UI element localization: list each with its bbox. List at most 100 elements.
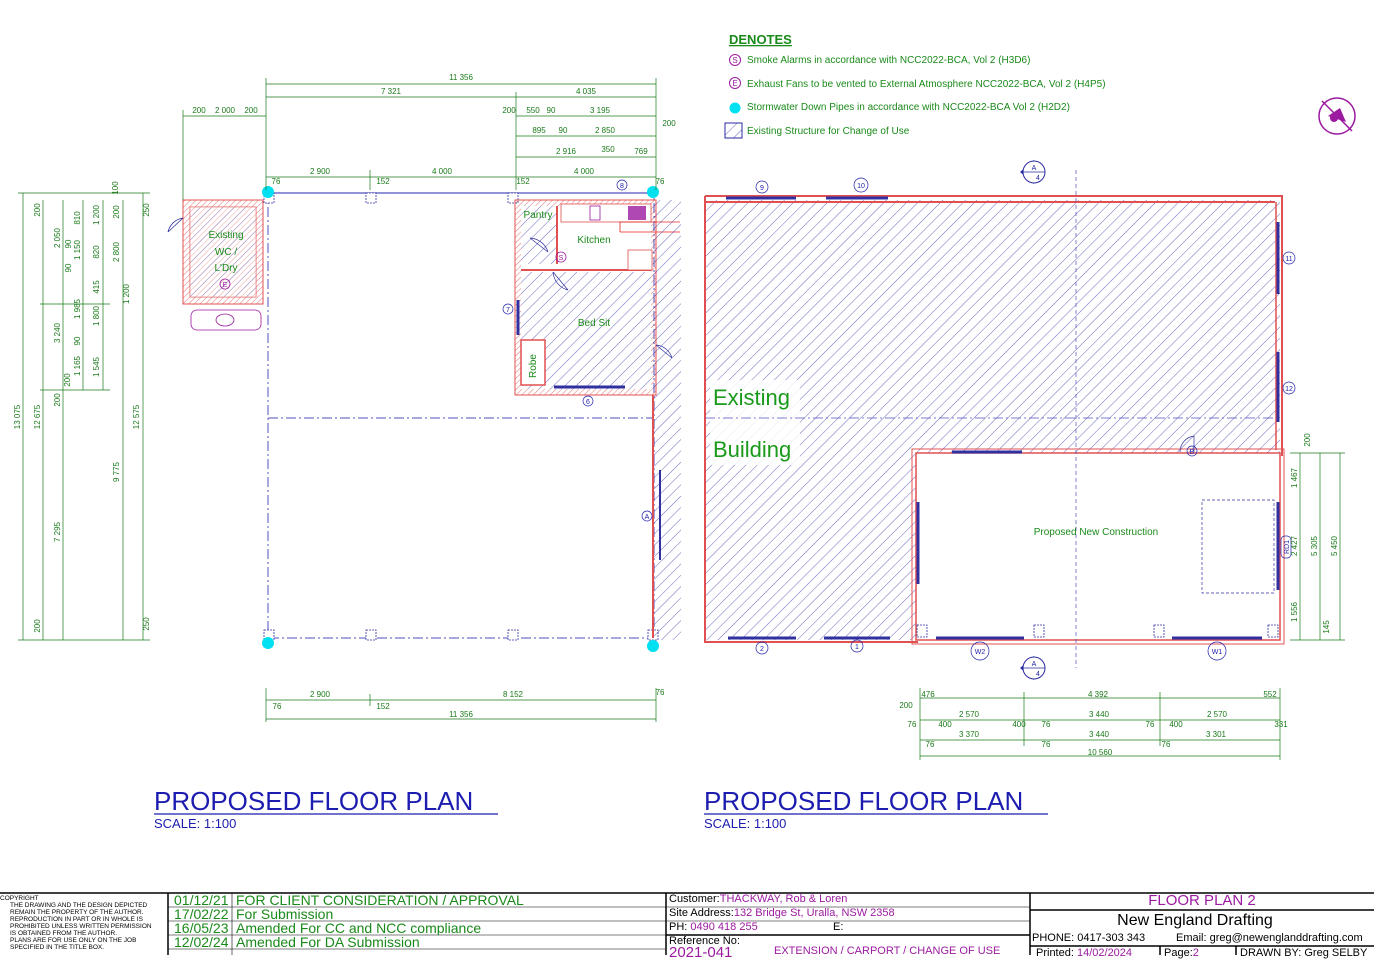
room-label-wc: Existing — [208, 230, 243, 241]
left-plan: Existing WC / L'Dry E Pantry Kitchen Bed… — [13, 73, 681, 831]
dim-rb-76a: 76 — [908, 720, 917, 729]
dim-side-200a: 200 — [33, 203, 42, 217]
dim-side-3240: 3 240 — [53, 322, 62, 343]
left-plan-scale: SCALE: 1:100 — [154, 816, 236, 831]
window-tag-7: 7 — [506, 307, 510, 314]
dim-side-810: 810 — [73, 211, 82, 225]
window-tag-w1: W1 — [1212, 649, 1223, 656]
dim-350: 350 — [601, 145, 615, 154]
window-tag-1: 1 — [855, 644, 859, 651]
dim-side-415: 415 — [92, 280, 101, 294]
site-row: Site Address:132 Bridge St, Uralla, NSW … — [669, 907, 1029, 920]
revision-text: Amended For CC and NCC compliance — [236, 921, 482, 935]
company-email: Email: greg@newenglanddrafting.com — [1176, 932, 1363, 944]
room-label-robe: Robe — [528, 354, 539, 378]
customer-value: THACKWAY, Rob & Loren — [719, 893, 848, 905]
dim-rb-76e: 76 — [1042, 740, 1051, 749]
dim-7321: 7 321 — [381, 87, 402, 96]
dim-200a: 200 — [502, 106, 516, 115]
dim-rb-3440b: 3 440 — [1089, 730, 1110, 739]
page-value: 2 — [1192, 947, 1199, 959]
project-description: EXTENSION / CARPORT / CHANGE OF USE — [774, 945, 1001, 957]
dim-152a: 152 — [376, 177, 390, 186]
dim-side-outer: 13 075 — [13, 404, 22, 429]
right-plan: Existing Building Proposed New Construct… — [704, 160, 1345, 831]
email-label: E: — [833, 921, 844, 933]
exhaust-symbol: E — [223, 282, 228, 289]
dim-rb-3370: 3 370 — [959, 730, 980, 739]
dim-side-1165: 1 165 — [73, 355, 82, 376]
dim-rb-76f: 76 — [1162, 740, 1171, 749]
dim-side-90c: 90 — [73, 336, 82, 345]
dim-side-1200b: 1 200 — [122, 283, 131, 304]
printed-label: Printed: — [1036, 947, 1074, 959]
window-tag-10: 10 — [857, 183, 865, 190]
window-tag-12: 12 — [1285, 386, 1293, 393]
section-num-top: 4 — [1036, 175, 1040, 182]
dim-rb-400b: 400 — [1012, 720, 1026, 729]
legend-item-exhaust: Exhaust Fans to be vented to External At… — [747, 79, 1106, 90]
copyright-line: PROHIBITED UNLESS WRITTEN PERMISSION — [10, 923, 152, 930]
dim-rb-476: 476 — [921, 690, 935, 699]
dim-4000b: 4 000 — [574, 167, 595, 176]
page-label: Page: — [1164, 947, 1193, 959]
dim-2900: 2 900 — [310, 167, 331, 176]
revision-date: 01/12/21 — [174, 893, 229, 907]
hatch-swatch-icon — [724, 122, 743, 139]
dim-rb-10560: 10 560 — [1088, 748, 1113, 757]
printed-row: Printed: 14/02/2024 — [1036, 947, 1160, 959]
copyright-line: SPECIFIED IN THE TITLE BOX. — [10, 944, 105, 951]
dim-side-1800: 1 800 — [92, 305, 101, 326]
ref-label: Reference No: — [669, 935, 740, 947]
dim-bottom-overall: 11 356 — [449, 710, 473, 719]
room-label-pantry: Pantry — [524, 210, 553, 221]
window-tag-11: 11 — [1285, 256, 1292, 263]
room-label-kitchen: Kitchen — [577, 235, 610, 246]
ph-label: PH: — [669, 921, 688, 933]
dim-side-1150: 1 150 — [73, 239, 82, 260]
smoke-alarm-icon — [555, 251, 567, 263]
existing-building-label: Existing — [713, 385, 790, 410]
dim-rb-552: 552 — [1263, 690, 1277, 699]
company-phone: PHONE: 0417-303 343 — [1032, 932, 1146, 944]
dim-side-250a: 250 — [142, 203, 151, 217]
dim-side-12575: 12 575 — [132, 404, 141, 429]
section-letter-top: A — [1032, 165, 1037, 172]
dim-rb-2570b: 2 570 — [1207, 710, 1228, 719]
dim-rb-331: 331 — [1274, 720, 1288, 729]
site-label: Site Address: — [669, 907, 734, 919]
dim-side-1545: 1 545 — [92, 356, 101, 377]
dim-side-9775: 9 775 — [112, 461, 121, 482]
section-letter-bottom: A — [1032, 661, 1037, 668]
dim-rb-2570a: 2 570 — [959, 710, 980, 719]
dim-side-90b: 90 — [64, 263, 73, 272]
dim-rb-3440a: 3 440 — [1089, 710, 1110, 719]
dim-wc200a: 200 — [192, 106, 206, 115]
dim-r-200: 200 — [1303, 433, 1312, 447]
dim-side-90a: 90 — [64, 239, 73, 248]
dim-bottom-2900: 2 900 — [310, 690, 331, 699]
legend: DENOTES S Smoke Alarms in accordance wit… — [724, 32, 1106, 139]
dim-rb-200: 200 — [899, 701, 913, 710]
compass-logo-icon — [1318, 97, 1356, 135]
dim-r-1467: 1 467 — [1290, 467, 1299, 488]
room-label-wc-2: WC / — [215, 247, 237, 258]
revision-text: FOR CLIENT CONSIDERATION / APPROVAL — [236, 893, 524, 907]
copyright-notice: COPYRIGHT THE DRAWING AND THE DESIGN DEP… — [0, 895, 166, 955]
exhaust-fan-icon — [729, 77, 741, 89]
dim-bottom-76a: 76 — [656, 688, 665, 697]
copyright-line: REPRODUCTION IN PART OR IN WHOLE IS — [10, 916, 143, 923]
dim-side-820: 820 — [92, 245, 101, 259]
dim-r-5305: 5 305 — [1310, 535, 1319, 556]
dim-550: 550 — [526, 106, 540, 115]
dim-side-250b: 250 — [142, 617, 151, 631]
customer-label: Customer: — [669, 893, 720, 905]
dim-2916: 2 916 — [556, 147, 577, 156]
site-value: 132 Bridge St, Uralla, NSW 2358 — [733, 907, 895, 919]
door-tag-rd1: RD1 — [1284, 540, 1291, 554]
left-plan-title: PROPOSED FLOOR PLAN — [154, 786, 473, 816]
title-block: COPYRIGHT THE DRAWING AND THE DESIGN DEP… — [0, 892, 1374, 961]
smoke-symbol: S — [559, 255, 564, 262]
section-num-bottom: 4 — [1036, 671, 1040, 678]
